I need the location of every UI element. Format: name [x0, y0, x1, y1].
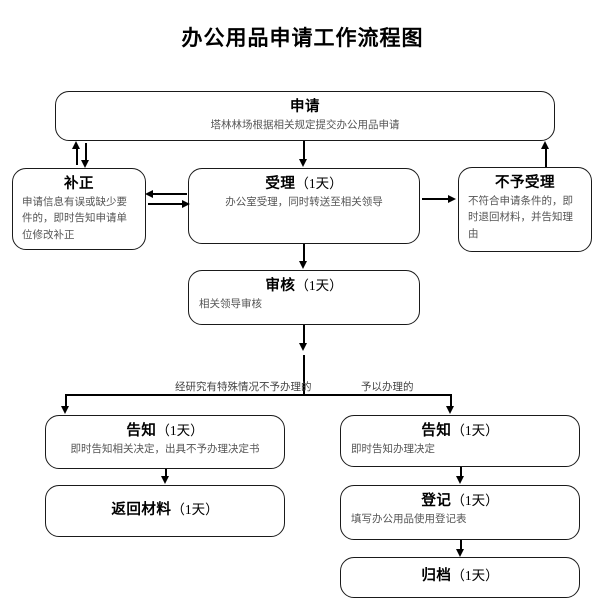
node-archive-duration: （1天） [451, 568, 499, 584]
node-apply-heading: 申请 [290, 98, 320, 116]
node-review-subtitle: 相关领导审核 [199, 299, 262, 311]
node-accept-subtitle: 办公室受理，同时转送至相关领导 [225, 197, 383, 209]
node-correct[interactable]: 补正 申请信息有误或缺少要件的，即时告知申请单位修改补正 [12, 168, 146, 250]
node-archive-heading: 归档（1天） [421, 567, 498, 585]
connector-accept-to-review-arrowhead [298, 261, 307, 269]
connector-accept-to-reject-arrowhead [448, 194, 456, 203]
node-return-docs-heading: 返回材料（1天） [111, 501, 218, 519]
edge-label-branch-yes: 予以办理的 [361, 382, 414, 393]
node-apply-subtitle: 塔林林场根据相关规定提交办公用品申请 [210, 120, 400, 132]
node-apply[interactable]: 申请 塔林林场根据相关规定提交办公用品申请 [55, 91, 555, 141]
connector-accept-to-correct-arrowhead [145, 189, 153, 198]
connector-split-bar [65, 394, 451, 396]
connector-notify-right-to-register-line [460, 467, 462, 478]
connector-split-stem [303, 355, 305, 395]
node-review[interactable]: 审核（1天） 相关领导审核 [188, 270, 420, 325]
node-notify-right-subtitle: 即时告知办理决定 [351, 444, 435, 456]
connector-apply-to-correct-arrowhead [80, 160, 89, 168]
node-correct-heading-text: 补正 [64, 176, 94, 192]
connector-correct-to-accept-line [148, 203, 183, 205]
connector-notify-left-to-return-line [165, 469, 167, 478]
node-reject-subtitle: 不符合申请条件的，即时退回材料，并告知理由 [468, 196, 573, 240]
node-accept-heading: 受理（1天） [265, 175, 342, 193]
node-accept-heading-text: 受理 [265, 176, 296, 192]
node-notify-right-heading: 告知（1天） [421, 422, 498, 440]
node-register[interactable]: 登记（1天） 填写办公用品使用登记表 [340, 485, 580, 540]
node-apply-heading-text: 申请 [290, 99, 320, 115]
node-notify-right-heading-text: 告知 [421, 423, 452, 439]
node-correct-subtitle: 申请信息有误或缺少要件的，即时告知申请单位修改补正 [22, 197, 127, 241]
node-notify-left-duration: （1天） [156, 423, 204, 438]
connector-reject-to-apply-arrowhead [540, 141, 549, 149]
node-return-docs[interactable]: 返回材料（1天） [45, 485, 285, 537]
node-return-docs-duration: （1天） [171, 501, 219, 517]
node-notify-right-duration: （1天） [451, 423, 499, 438]
connector-accept-to-correct-line [151, 193, 187, 195]
connector-register-to-archive-arrowhead [455, 549, 464, 557]
node-notify-right[interactable]: 告知（1天） 即时告知办理决定 [340, 415, 580, 467]
node-notify-left-heading: 告知（1天） [126, 422, 203, 440]
node-register-heading-text: 登记 [421, 493, 452, 509]
node-reject[interactable]: 不予受理 不符合申请条件的，即时退回材料，并告知理由 [458, 167, 592, 252]
node-reject-heading: 不予受理 [495, 174, 555, 192]
connector-correct-to-apply-line [76, 146, 78, 165]
node-review-heading: 审核（1天） [265, 277, 342, 295]
node-register-subtitle: 填写办公用品使用登记表 [351, 514, 467, 526]
connector-correct-to-apply-arrowhead [71, 141, 80, 149]
node-correct-heading: 补正 [64, 175, 94, 193]
node-accept-duration: （1天） [295, 176, 343, 191]
connector-branch-yes-arrowhead [445, 406, 454, 414]
connector-correct-to-accept-arrowhead [182, 199, 190, 208]
connector-register-to-archive-line [460, 540, 462, 551]
node-archive-heading-text: 归档 [421, 568, 452, 585]
connector-apply-to-accept-arrowhead [298, 159, 307, 167]
node-review-heading-text: 审核 [265, 278, 296, 294]
node-return-docs-heading-text: 返回材料 [111, 501, 172, 518]
connector-reject-to-apply-line [545, 147, 547, 167]
node-notify-left-heading-text: 告知 [126, 423, 157, 439]
connector-apply-to-accept-line [303, 141, 305, 161]
connector-accept-to-review-line [303, 244, 305, 262]
node-archive[interactable]: 归档（1天） [340, 557, 580, 598]
connector-branch-no-line [65, 394, 67, 408]
node-reject-heading-text: 不予受理 [495, 175, 555, 191]
node-register-heading: 登记（1天） [421, 492, 498, 510]
edge-label-branch-no: 经研究有特殊情况不予办理的 [175, 382, 312, 393]
connector-branch-yes-line [450, 394, 452, 408]
page-title: 办公用品申请工作流程图 [181, 26, 424, 50]
node-notify-left[interactable]: 告知（1天） 即时告知相关决定，出具不予办理决定书 [45, 415, 285, 469]
connector-notify-left-to-return-arrowhead [160, 476, 169, 484]
connector-apply-to-correct-line [85, 143, 87, 162]
connector-review-to-split-arrowhead [298, 343, 307, 351]
node-review-duration: （1天） [295, 278, 343, 293]
connector-review-to-split-line [303, 325, 305, 345]
connector-accept-to-reject-line [422, 198, 449, 200]
node-register-duration: （1天） [451, 493, 499, 508]
node-notify-left-subtitle: 即时告知相关决定，出具不予办理决定书 [70, 444, 260, 456]
connector-branch-no-arrowhead [60, 406, 69, 414]
node-accept[interactable]: 受理（1天） 办公室受理，同时转送至相关领导 [188, 168, 420, 244]
connector-notify-right-to-register-arrowhead [455, 476, 464, 484]
